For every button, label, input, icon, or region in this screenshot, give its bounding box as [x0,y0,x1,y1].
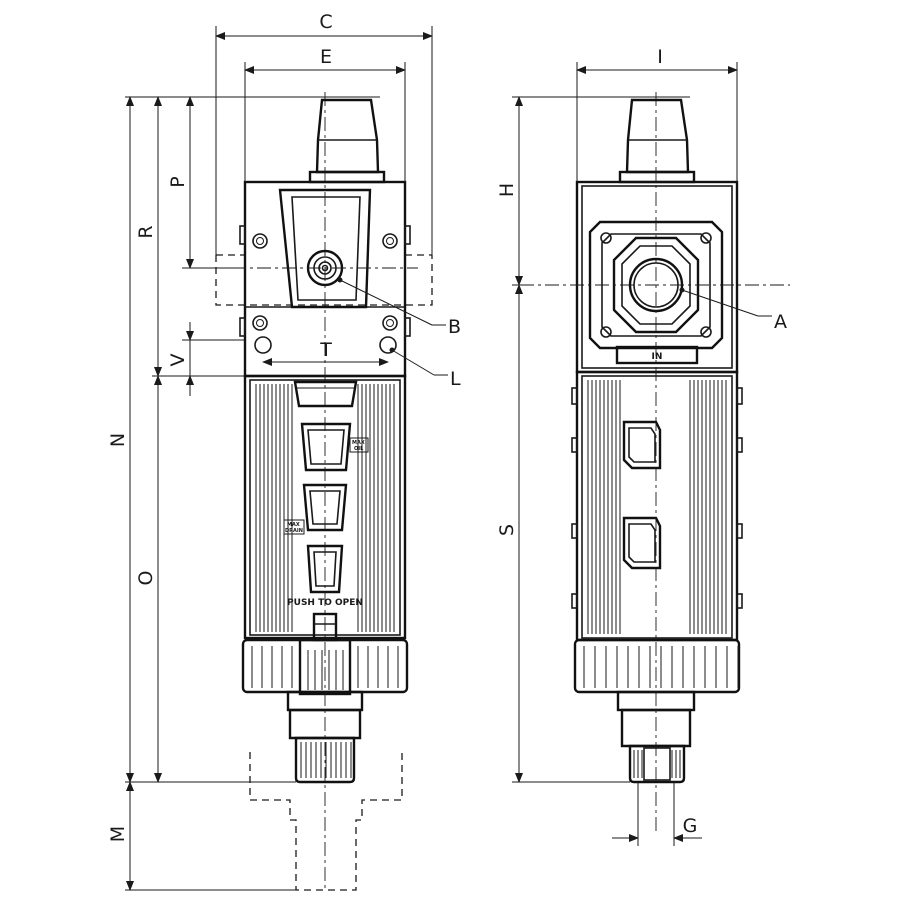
side-drain [616,690,696,784]
front-screw-tr [382,233,398,249]
dim-label-n: N [107,433,129,447]
callout-l: L [450,368,461,390]
dim-label-c: C [319,11,332,33]
leader-a [681,289,759,317]
mounting-hole-right [379,336,397,354]
side-bottom-ring [573,638,741,694]
front-screw-br [382,315,398,331]
dim-label-h: H [496,183,518,197]
side-view: IN [520,92,790,832]
front-view: MAX OIL MAX DRAIN PUSH TO OPEN [215,92,433,892]
dim-label-r: R [135,225,157,238]
dim-label-m: M [107,826,129,842]
mounting-hole-left [254,336,272,354]
front-top-fitting [308,98,386,184]
max-drain-label-2: DRAIN [285,528,303,534]
side-bowl [571,370,743,642]
leader-l [391,349,435,376]
front-dashed-housing [215,254,433,306]
callout-a: A [774,311,787,333]
front-screw-tl [252,233,268,249]
callout-b: B [448,316,461,338]
side-top-fitting [618,98,696,184]
dim-label-o: O [135,571,157,586]
dim-label-g: G [683,815,698,837]
dim-label-i: I [657,46,663,68]
dimensions: C E I N R P V O [107,11,787,891]
leader-b [339,279,433,326]
side-head-block: IN [575,180,739,374]
dim-label-t: T [319,339,332,361]
max-drain-label-1: MAX [287,522,300,528]
max-oil-label-1: MAX [352,440,365,446]
dim-label-e: E [320,46,332,68]
front-screw-bl [252,315,268,331]
dim-label-p: P [167,176,189,187]
inlet-label: IN [652,352,663,362]
dim-label-v: V [167,354,189,367]
dim-label-s: S [496,524,518,536]
max-oil-label-2: OIL [354,446,364,452]
